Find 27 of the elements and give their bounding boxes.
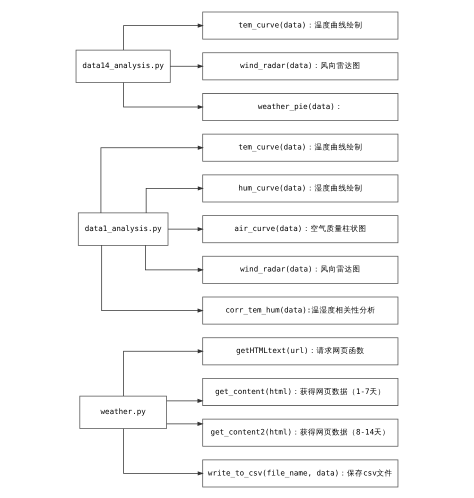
arrow (170, 64, 204, 68)
arrow (100, 145, 204, 213)
node-box: tem_curve(data)：温度曲线绘制 (202, 133, 398, 162)
node-box: hum_curve(data)：湿度曲线绘制 (202, 174, 398, 202)
node-box: write_to_csv(file_name, data)：保存csv文件 (202, 458, 398, 487)
node-box: weather.py (79, 395, 167, 428)
arrow (101, 244, 204, 312)
node-box: wind_radar(data)：风向雷达图 (202, 255, 398, 284)
node-box: get_content(html)：获得网页数据（1-7天） (202, 378, 398, 406)
arrow (123, 428, 204, 476)
node-box: wind_radar(data)：风向雷达图 (202, 52, 398, 80)
arrow (123, 348, 204, 396)
arrow (145, 244, 204, 272)
arrow (168, 226, 204, 231)
arrow (123, 22, 204, 50)
node-box: get_content2(html)：获得网页数据（8-14天） (202, 418, 398, 446)
node-box: tem_curve(data)：温度曲线绘制 (202, 11, 398, 40)
node-box: air_curve(data)：空气质量柱状图 (202, 214, 398, 243)
arrow (146, 186, 204, 213)
node-box: getHTMLtext(url)：请求网页函数 (202, 336, 398, 365)
node-box: corr_tem_hum(data):温湿度相关性分析 (202, 296, 398, 324)
arrow (123, 82, 204, 109)
node-box: data14_analysis.py (76, 49, 171, 82)
arrow (166, 398, 204, 402)
arrow (166, 421, 204, 426)
node-box: weather_pie(data)： (202, 92, 398, 120)
node-box: data1_analysis.py (78, 212, 168, 246)
